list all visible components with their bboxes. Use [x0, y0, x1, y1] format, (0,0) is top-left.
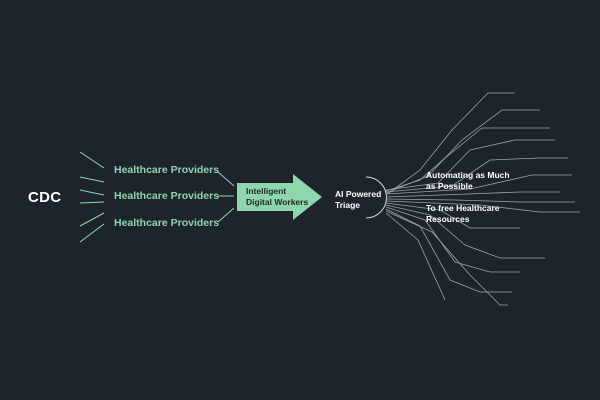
digital-workers-label: Intelligent Digital Workers — [246, 186, 308, 208]
provider-label-1: Healthcare Providers — [114, 164, 220, 176]
digital-workers-line-1: Intelligent — [246, 186, 287, 196]
fanout-lines — [385, 92, 580, 306]
provider-arrows — [217, 171, 235, 223]
digital-workers-line-2: Digital Workers — [246, 197, 309, 207]
triage-line-2: Triage — [335, 200, 361, 210]
digital-workers-arrow — [237, 174, 322, 220]
incoming-arrows — [79, 151, 105, 243]
outcome-free-resources-line-1: To free Healthcare — [426, 203, 500, 213]
provider-label-2: Healthcare Providers — [114, 190, 220, 202]
outcome-automating-line-1: Automating as Much — [426, 170, 510, 180]
source-label: CDC — [28, 189, 62, 206]
outcome-automating-line-2: as Possible — [426, 180, 473, 191]
outcome-automating: Automating as Much as Possible — [426, 170, 526, 191]
triage-label: AI Powered Triage — [335, 189, 395, 211]
triage-arc — [365, 176, 387, 219]
outcome-free-resources-line-2: Resources — [426, 213, 470, 224]
outcome-free-resources: To free Healthcare Resources — [426, 203, 526, 224]
triage-line-1: AI Powered — [335, 189, 382, 199]
provider-label-3: Healthcare Providers — [114, 217, 220, 229]
